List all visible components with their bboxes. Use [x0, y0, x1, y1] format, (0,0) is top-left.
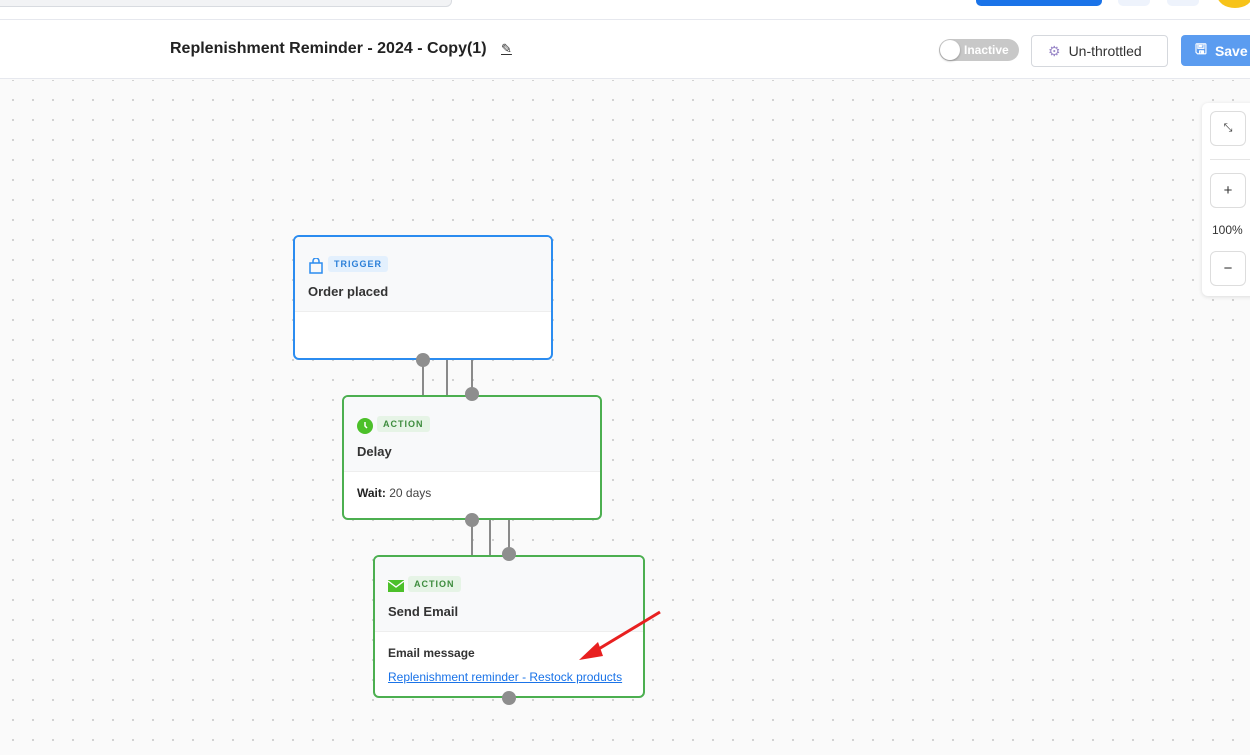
zoom-in-button[interactable]: + [1210, 173, 1246, 208]
zoom-controls: ⤡ + 100% − [1202, 103, 1250, 296]
send-email-node[interactable]: ACTION Send Email Email message Replenis… [373, 555, 645, 698]
avatar[interactable] [1217, 0, 1250, 8]
node-title: Delay [357, 444, 392, 459]
flow-canvas[interactable] [0, 80, 1250, 755]
toggle-knob [940, 40, 960, 60]
node-title: Send Email [388, 604, 459, 619]
toggle-label: Inactive [964, 43, 1009, 57]
email-message-link[interactable]: Replenishment reminder - Restock product… [388, 670, 623, 684]
status-toggle[interactable]: Inactive [939, 39, 1019, 61]
node-title: Order placed [308, 284, 389, 299]
output-handle[interactable] [502, 691, 516, 705]
clock-icon [357, 418, 373, 434]
flow-header: Replenishment Reminder - 2024 - Copy(1) … [0, 20, 1250, 79]
icon-button[interactable] [1167, 0, 1199, 6]
connector [489, 520, 491, 555]
wait-label: Wait: [357, 486, 386, 500]
divider [1210, 159, 1250, 160]
zoom-out-button[interactable]: − [1210, 251, 1246, 286]
edit-title-icon[interactable]: ✎ [501, 41, 512, 56]
fit-view-icon[interactable]: ⤡ [1210, 111, 1246, 146]
trigger-node[interactable]: TRIGGER Order placed [293, 235, 553, 360]
save-button[interactable]: 🖫 Save [1181, 35, 1250, 66]
trigger-badge: TRIGGER [328, 256, 389, 272]
email-message-label: Email message [388, 646, 475, 660]
connector [508, 520, 510, 555]
output-handle[interactable] [416, 353, 430, 367]
input-handle[interactable] [502, 547, 516, 561]
action-badge: ACTION [408, 576, 461, 592]
throttle-label: Un-throttled [1068, 43, 1142, 59]
action-badge: ACTION [377, 416, 430, 432]
envelope-icon [388, 580, 404, 592]
save-icon: 🖫 [1195, 40, 1207, 57]
wait-value: 20 days [389, 486, 432, 500]
output-handle[interactable] [465, 513, 479, 527]
top-bar [0, 0, 1250, 20]
icon-button[interactable] [1118, 0, 1150, 6]
connector [471, 520, 473, 555]
search-input[interactable] [0, 0, 452, 7]
delay-node[interactable]: ACTION Delay Wait: 20 days [342, 395, 602, 520]
gear-icon: ⚙ [1048, 42, 1061, 59]
connector [471, 360, 473, 395]
page-title: Replenishment Reminder - 2024 - Copy(1) [170, 40, 487, 57]
zoom-level: 100% [1212, 223, 1243, 237]
annotation-arrow-icon [579, 610, 661, 660]
connector [446, 360, 448, 395]
input-handle[interactable] [465, 387, 479, 401]
shopping-bag-icon [309, 258, 323, 274]
connector [422, 360, 424, 395]
save-label: Save [1214, 42, 1248, 59]
throttle-button[interactable]: ⚙ Un-throttled [1031, 35, 1168, 67]
primary-button[interactable] [976, 0, 1102, 6]
